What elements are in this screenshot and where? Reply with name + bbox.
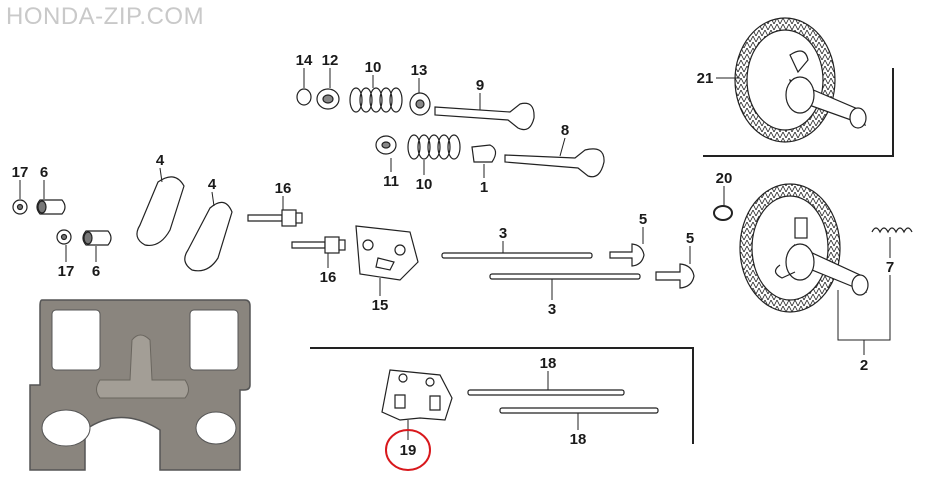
callout-16-bottom: 16 xyxy=(320,269,337,286)
callout-10-top: 10 xyxy=(365,59,382,76)
callout-3-bottom: 3 xyxy=(548,301,556,318)
washer-20 xyxy=(713,205,733,221)
callout-10-bottom: 10 xyxy=(416,176,433,193)
callout-8: 8 xyxy=(561,122,569,139)
callout-21: 21 xyxy=(697,70,714,87)
callout-5-left: 5 xyxy=(639,211,647,228)
callout-15: 15 xyxy=(372,297,389,314)
pushrods xyxy=(441,243,695,289)
callout-18-top: 18 xyxy=(540,355,557,372)
callout-12: 12 xyxy=(322,52,339,69)
valve-train xyxy=(296,87,605,178)
callout-17-top: 17 xyxy=(12,164,29,181)
callout-16-top: 16 xyxy=(275,180,292,197)
frame-lines xyxy=(310,68,894,444)
watermark-text: HONDA-ZIP.COM xyxy=(6,3,205,30)
rocker-arms xyxy=(12,176,419,281)
callout-4-left: 4 xyxy=(156,152,165,169)
callout-6-top: 6 xyxy=(40,164,48,181)
guide-plate-photo xyxy=(29,299,251,471)
camshaft-top xyxy=(734,17,867,143)
callout-14: 14 xyxy=(296,52,313,69)
callout-labels: 14 12 10 13 9 8 11 10 1 17 6 4 4 16 17 6… xyxy=(12,52,895,459)
callout-20: 20 xyxy=(716,170,733,187)
callout-6-bottom: 6 xyxy=(92,263,100,280)
callout-13: 13 xyxy=(411,62,428,79)
camshaft-bottom xyxy=(739,183,869,313)
highlight-circle xyxy=(385,429,431,471)
callout-19: 19 xyxy=(400,442,417,459)
callout-3-top: 3 xyxy=(499,225,507,242)
callout-18-bottom: 18 xyxy=(570,431,587,448)
lower-parts xyxy=(381,369,659,421)
callout-5-right: 5 xyxy=(686,230,694,247)
callout-9: 9 xyxy=(476,77,484,94)
callout-17-bottom: 17 xyxy=(58,263,75,280)
callout-11: 11 xyxy=(383,173,399,190)
callout-2: 2 xyxy=(860,357,868,374)
spring-7 xyxy=(871,227,913,234)
callout-1: 1 xyxy=(480,179,488,196)
callout-7: 7 xyxy=(886,259,894,276)
callout-4-right: 4 xyxy=(208,176,217,193)
